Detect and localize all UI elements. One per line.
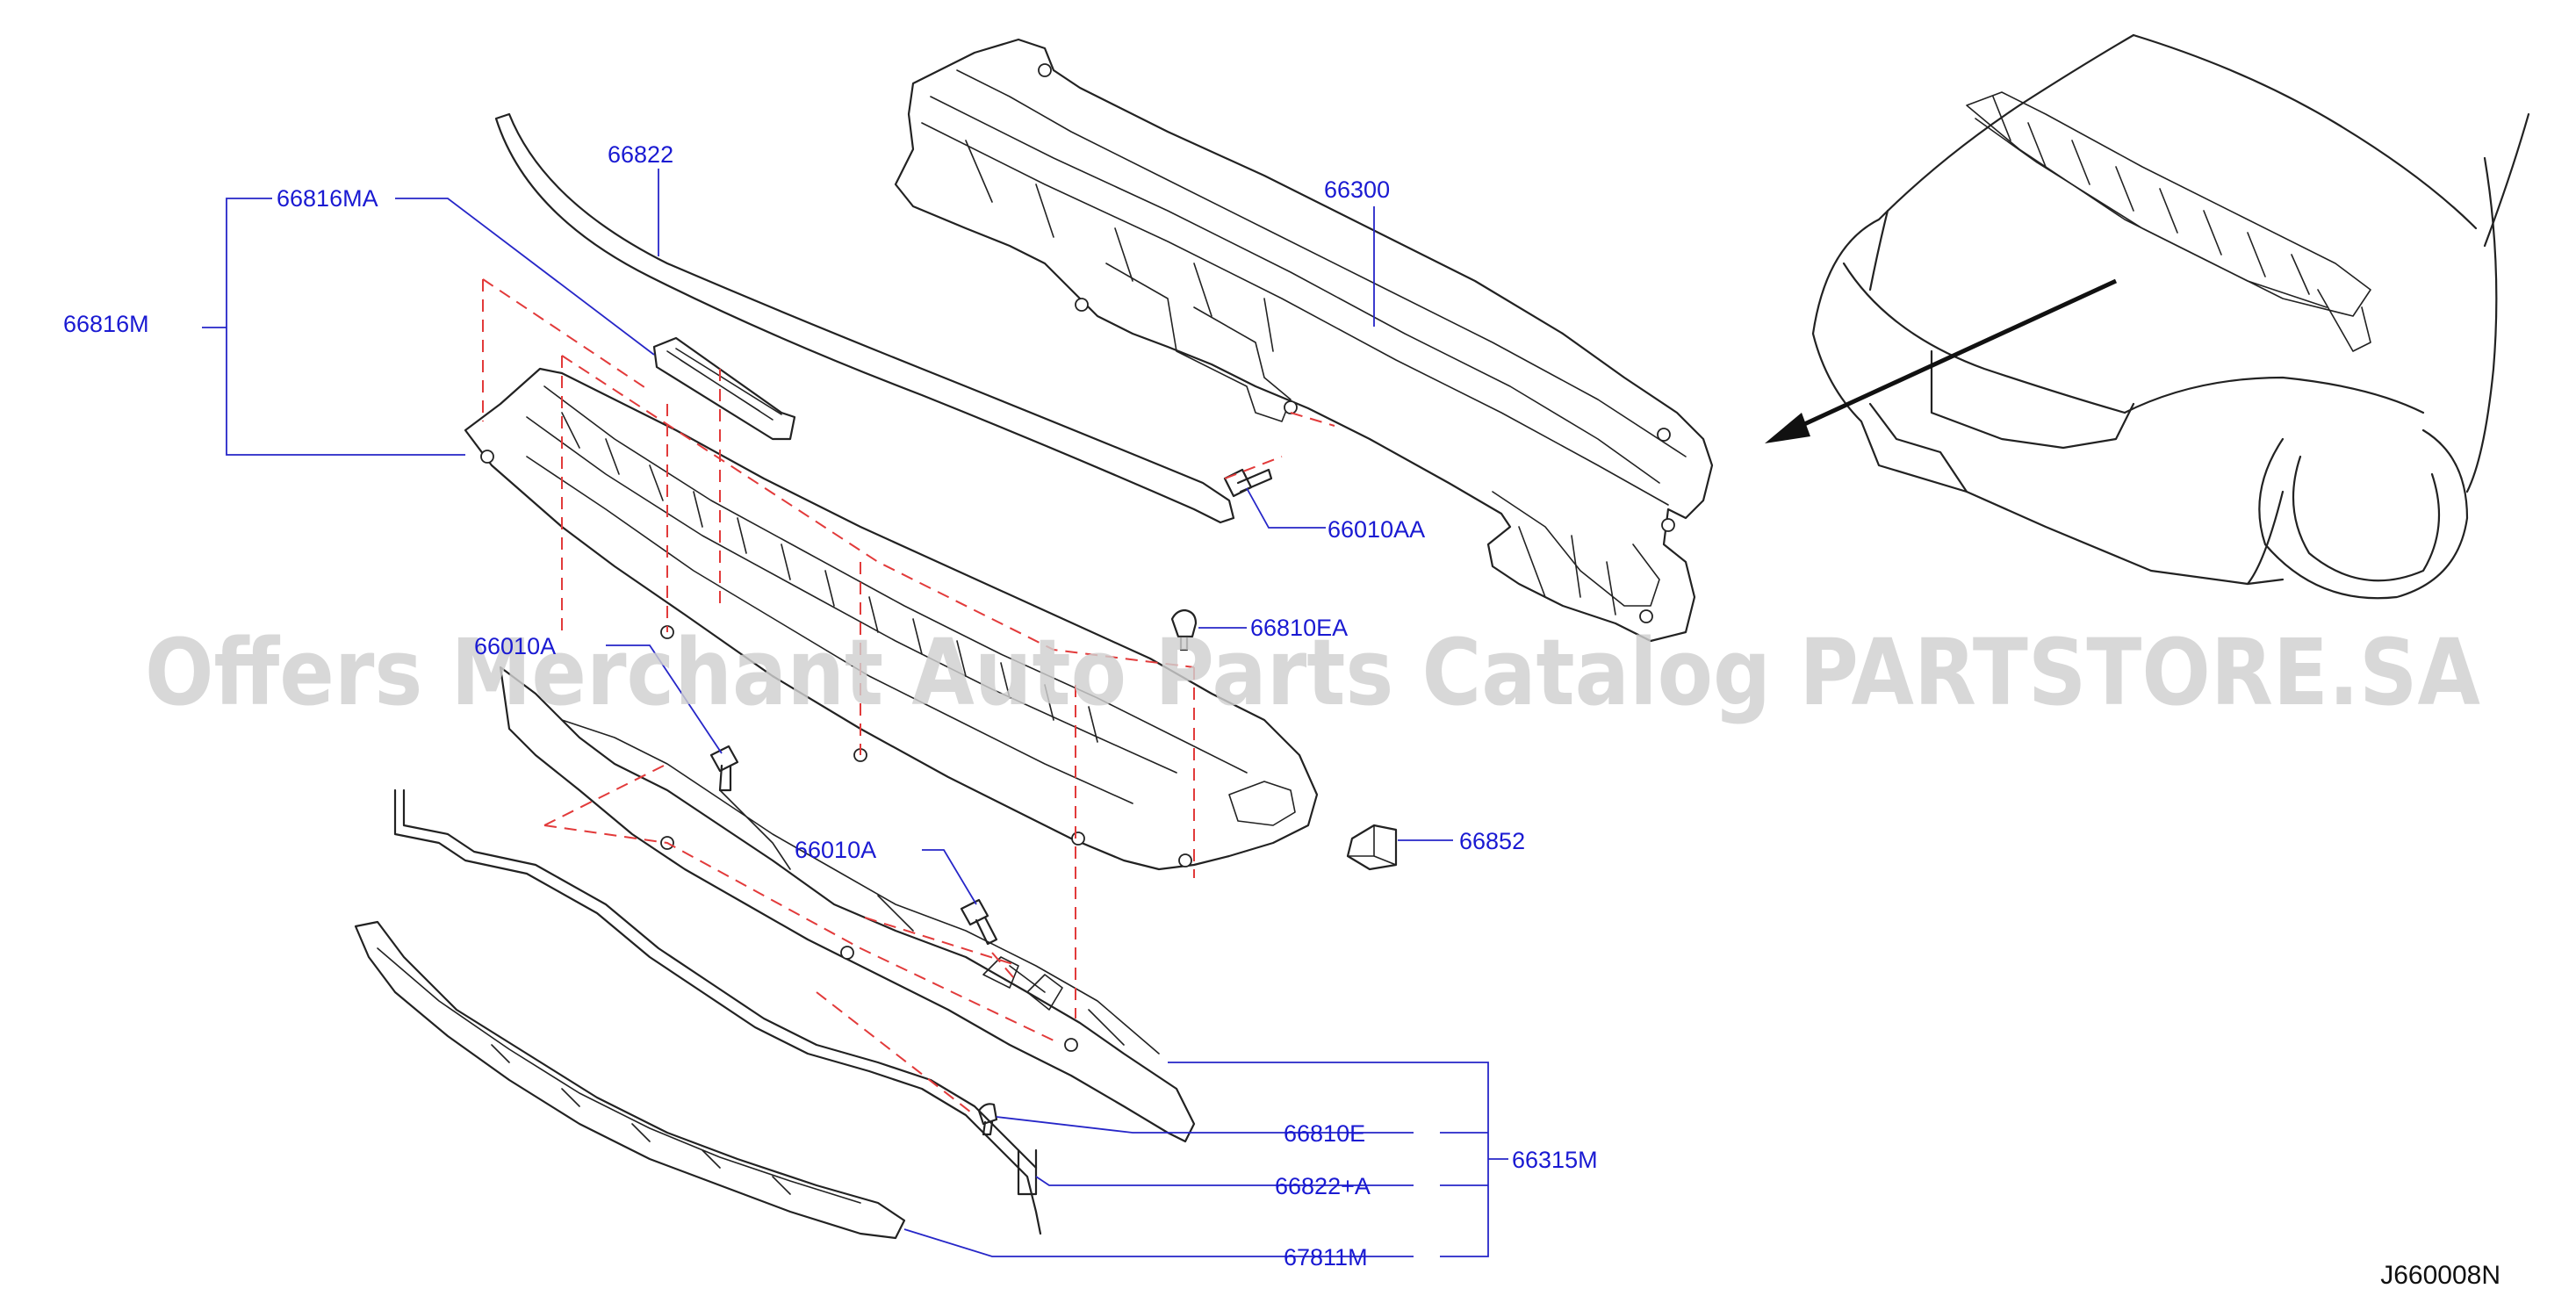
label-66010A-upper: 66010A <box>474 633 556 659</box>
alignment-guides <box>482 278 1335 1116</box>
diagram-code: J660008N <box>2380 1261 2500 1290</box>
label-66810E: 66810E <box>1284 1120 1365 1147</box>
label-66315M: 66315M <box>1512 1147 1598 1173</box>
clip-66810E <box>977 1103 998 1136</box>
label-66822A: 66822+A <box>1275 1173 1371 1199</box>
cowl-top-grille-66816M <box>464 367 1319 871</box>
label-66816M: 66816M <box>63 311 149 337</box>
cowl-filter-66816MA <box>652 336 796 441</box>
bolt-66010AA <box>1223 468 1273 498</box>
watermark: Offers Merchant Auto Parts Catalog PARTS… <box>145 619 2480 726</box>
bolt-66010A-upper <box>709 745 739 792</box>
label-66810EA: 66810EA <box>1250 615 1348 641</box>
dash-seal-67811M <box>354 920 906 1240</box>
clip-66810EA <box>1170 608 1198 652</box>
cowl-weatherstrip-66822 <box>494 112 1235 524</box>
label-66822: 66822 <box>608 141 673 168</box>
cowl-top-panel-66300 <box>894 38 1714 643</box>
label-66852: 66852 <box>1459 828 1525 854</box>
label-66300: 66300 <box>1324 176 1390 203</box>
label-66010AA: 66010AA <box>1328 516 1425 543</box>
label-67811M: 67811M <box>1284 1244 1368 1271</box>
seal-strip-66822A <box>393 788 1042 1235</box>
bolt-66010A-lower <box>960 898 998 946</box>
leader-lines <box>202 169 1508 1257</box>
label-66010A-lower: 66010A <box>795 837 876 863</box>
label-66816MA: 66816MA <box>277 185 378 212</box>
bracket-66852 <box>1346 824 1398 871</box>
vehicle-overview-illustration <box>1765 33 2530 600</box>
